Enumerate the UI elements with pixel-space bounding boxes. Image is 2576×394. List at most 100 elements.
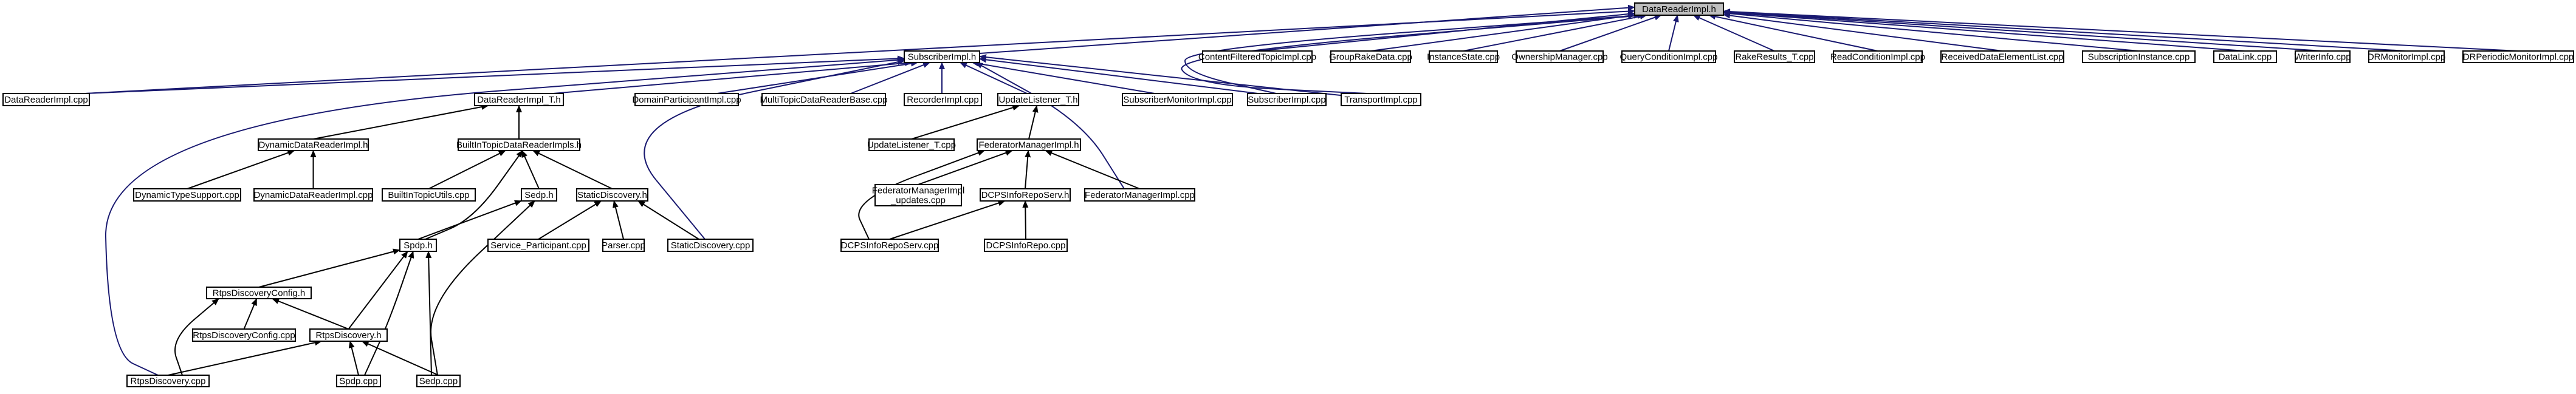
node-ulTCpp[interactable]: UpdateListener_T.cpp	[867, 138, 956, 151]
node-grcCpp[interactable]: GroupRakeData.cpp	[1329, 50, 1412, 63]
edge-rdCpp-to-rdcH	[174, 298, 219, 376]
node-sdCpp[interactable]: StaticDiscovery.cpp	[667, 239, 754, 252]
node-servPartCpp[interactable]: Service_Participant.cpp	[487, 239, 589, 252]
node-siCpp[interactable]: SubscriptionInstance.cpp	[2082, 50, 2196, 63]
node-fmImplUpdCpp[interactable]: FederatorManagerImpl_updates.cpp	[872, 184, 965, 206]
node-box	[253, 188, 373, 202]
node-box	[1122, 93, 1233, 106]
edge-rdcH-to-spdpH	[258, 248, 400, 288]
node-sedpH[interactable]: Sedp.h	[521, 188, 557, 202]
node-subImplH[interactable]: SubscriberImpl.h	[904, 50, 980, 63]
node-rdCpp[interactable]: RtpsDiscovery.cpp	[126, 375, 210, 387]
node-box	[1247, 93, 1327, 106]
node-box	[634, 93, 739, 106]
node-subImplCpp[interactable]: SubscriberImpl.cpp	[1247, 93, 1327, 106]
node-rcCpp[interactable]: ReadConditionImpl.cpp	[1830, 50, 1925, 63]
node-bituCpp[interactable]: BuiltInTopicUtils.cpp	[382, 188, 476, 202]
node-label: GroupRakeData.cpp	[1329, 52, 1412, 63]
node-dcpsServCpp[interactable]: DCPSInfoRepoServ.cpp	[840, 239, 939, 252]
node-fmImplCpp[interactable]: FederatorManagerImpl.cpp	[1084, 188, 1195, 202]
edge-wiCpp-to-root	[1723, 9, 2323, 52]
edge-qcCpp-to-root	[1668, 15, 1679, 52]
node-drImplCpp[interactable]: DataReaderImpl.cpp	[2, 93, 90, 106]
node-rrCpp[interactable]: RakeResults_T.cpp	[1734, 50, 1815, 63]
edge-ulTH-to-subImplH	[960, 62, 1028, 94]
node-wiCpp[interactable]: WriterInfo.cpp	[2294, 50, 2351, 63]
edge-spdpCpp-to-rdH	[348, 341, 359, 376]
node-ddrImplH[interactable]: DynamicDataReaderImpl.h	[258, 138, 369, 151]
node-box	[521, 188, 557, 202]
node-spdpH[interactable]: Spdp.h	[399, 239, 437, 252]
node-box	[126, 375, 210, 387]
node-box	[980, 188, 1071, 202]
node-box	[399, 239, 437, 252]
node-label: RtpsDiscoveryConfig.h	[213, 288, 306, 299]
node-box	[1634, 2, 1724, 16]
node-drmCpp[interactable]: DRMonitorImpl.cpp	[2368, 50, 2445, 63]
node-label: DRMonitorImpl.cpp	[2368, 52, 2445, 63]
node-label: FederatorManagerImpl.cpp	[1085, 190, 1195, 200]
node-recImplCpp[interactable]: RecorderImpl.cpp	[904, 93, 982, 106]
node-rdcH[interactable]: RtpsDiscoveryConfig.h	[206, 287, 312, 299]
node-dcpsRepoCpp[interactable]: DCPSInfoRepo.cpp	[984, 239, 1068, 252]
edge-dcpsServH-to-fmImplH	[1025, 150, 1031, 189]
edge-smImplCpp-to-subImplH	[972, 60, 1155, 94]
edge-sedpCpp-to-spdpH	[425, 251, 432, 376]
node-qcCpp[interactable]: QueryConditionImpl.cpp	[1620, 50, 1718, 63]
node-bitdrImplsH[interactable]: BuiltInTopicDataReaderImpls.h	[456, 138, 582, 151]
node-label: DCPSInfoRepoServ.cpp	[841, 240, 939, 251]
edge-sedpCpp-to-rdH	[361, 341, 439, 376]
node-box	[487, 239, 589, 252]
node-label: BuiltInTopicDataReaderImpls.h	[456, 140, 582, 151]
node-spdpCpp[interactable]: Spdp.cpp	[336, 375, 381, 387]
node-ddrImplCpp[interactable]: DynamicDataReaderImpl.cpp	[253, 188, 373, 202]
edge-mtdrbCpp-to-subImplH	[850, 62, 930, 94]
node-box	[2368, 50, 2445, 63]
node-label: TransportImpl.cpp	[1344, 95, 1417, 105]
node-label: Spdp.cpp	[339, 376, 377, 387]
node-drImplTH[interactable]: DataReaderImpl_T.h	[474, 93, 564, 106]
node-label: Parser.cpp	[602, 240, 645, 251]
edge-subImplCpp-to-subImplH	[979, 56, 1259, 94]
node-mtdrbCpp[interactable]: MultiTopicDataReaderBase.cpp	[760, 93, 888, 106]
node-box	[336, 375, 381, 387]
node-dtsCpp[interactable]: DynamicTypeSupport.cpp	[133, 188, 241, 202]
node-sdH[interactable]: StaticDiscovery.h	[576, 188, 648, 202]
node-transImplCpp[interactable]: TransportImpl.cpp	[1341, 93, 1421, 106]
node-root[interactable]: DataReaderImpl.h	[1634, 2, 1724, 16]
node-ulTH[interactable]: UpdateListener_T.h	[997, 93, 1079, 106]
node-box	[474, 93, 564, 106]
edge-rdcCpp-to-rdcH	[243, 298, 258, 330]
node-rdeCpp[interactable]: ReceivedDataElementList.cpp	[1940, 50, 2064, 63]
node-dlCpp[interactable]: DataLink.cpp	[2213, 50, 2277, 63]
edge-ddrImplH-to-drImplTH	[313, 104, 489, 140]
node-smImplCpp[interactable]: SubscriberMonitorImpl.cpp	[1122, 93, 1233, 106]
node-label: ReadConditionImpl.cpp	[1830, 52, 1925, 63]
node-box	[382, 188, 476, 202]
node-dpImplCpp[interactable]: DomainParticipantImpl.cpp	[632, 93, 741, 106]
node-isCpp[interactable]: InstanceState.cpp	[1427, 50, 1500, 63]
node-rdH[interactable]: RtpsDiscovery.h	[309, 328, 388, 342]
node-fmImplH[interactable]: FederatorManagerImpl.h	[977, 138, 1081, 151]
edge-omCpp-to-root	[1559, 14, 1662, 52]
node-label: SubscriptionInstance.cpp	[2088, 52, 2190, 63]
node-rdcCpp[interactable]: RtpsDiscoveryConfig.cpp	[192, 328, 296, 342]
node-box	[133, 188, 241, 202]
node-box	[1341, 93, 1421, 106]
node-sedpCpp[interactable]: Sedp.cpp	[416, 375, 461, 387]
node-omCpp[interactable]: OwnershipManager.cpp	[1511, 50, 1608, 63]
node-label: FederatorManagerImpl.h	[978, 140, 1079, 151]
edge-grcCpp-to-root	[1370, 13, 1635, 52]
edge-drImplCpp-to-root	[84, 8, 1635, 94]
edge-bituCpp-to-bitdrImplsH	[428, 150, 506, 189]
node-layer: DataReaderImpl.hSubscriberImpl.hDataRead…	[2, 2, 2574, 387]
node-box	[206, 287, 312, 299]
node-drpmCpp[interactable]: DRPeriodicMonitorImpl.cpp	[2462, 50, 2574, 63]
node-cftCpp[interactable]: ContentFilteredTopicImpl.cpp	[1198, 50, 1316, 63]
node-box	[1940, 50, 2064, 63]
edge-drImplCpp-to-subImplH	[84, 55, 905, 94]
node-parserCpp[interactable]: Parser.cpp	[602, 239, 645, 252]
node-dcpsServH[interactable]: DCPSInfoRepoServ.h	[980, 188, 1071, 202]
edge-dtsCpp-to-ddrImplH	[187, 149, 295, 189]
